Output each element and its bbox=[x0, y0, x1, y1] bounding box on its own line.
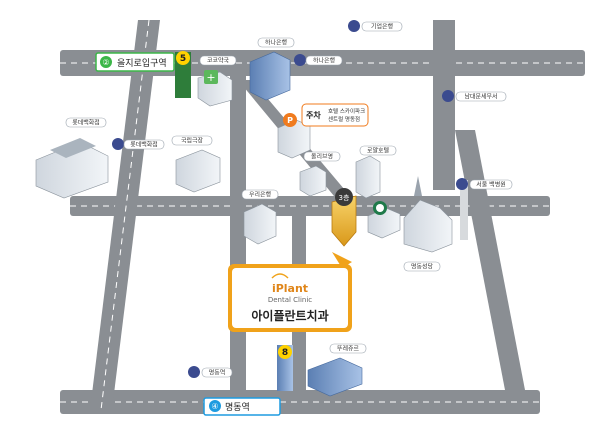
cathedral-label: 명동성당 bbox=[411, 263, 434, 271]
road-network bbox=[60, 19, 585, 414]
parking-desc-2: 센트럴 명동점 bbox=[328, 115, 360, 123]
clinic-location-marker[interactable]: 3층 bbox=[331, 188, 357, 247]
building-parking-hotel: P 주차 호텔 스카이파크 센트럴 명동점 bbox=[277, 103, 369, 159]
bakery-label: 뚜레쥬르 bbox=[337, 345, 360, 353]
bus-stop-myeongdong: 명동역 bbox=[188, 366, 233, 378]
bus-stop-namdaemun: 남대문세무서 bbox=[442, 90, 507, 102]
line2-number: ② bbox=[102, 58, 109, 67]
parking-label: 주차 bbox=[306, 110, 321, 120]
olive-young-label: 올리브영 bbox=[311, 153, 333, 161]
coco-pharmacy-label: 코코약국 bbox=[207, 57, 230, 65]
bus-stop-seoul-hospital: 서울 백병원 bbox=[456, 178, 513, 190]
national-theater-label: 국립극장 bbox=[181, 137, 204, 145]
exit-5-marker: 5 bbox=[175, 51, 191, 98]
building-lotte-dept: 롯데백화점 bbox=[35, 117, 109, 199]
bus-stop-ibk-label: 기업은행 bbox=[371, 23, 393, 31]
svg-text:P: P bbox=[287, 116, 293, 125]
building-bakery: 뚜레쥬르 bbox=[307, 343, 367, 397]
building-cathedral: 명동성당 bbox=[403, 176, 453, 272]
building-royal-hotel: 로얄호텔 bbox=[355, 145, 397, 199]
svg-text:+: + bbox=[206, 71, 215, 84]
parking-desc-1: 호텔 스카이파크 bbox=[328, 107, 365, 115]
bus-stop-ibk: 기업은행 bbox=[348, 20, 403, 32]
lotte-dept-label: 롯데백화점 bbox=[72, 119, 100, 127]
royal-hotel-label: 로얄호텔 bbox=[367, 147, 390, 155]
line4-number: ④ bbox=[211, 402, 218, 411]
euljiro-station-label: 을지로입구역 bbox=[117, 57, 167, 69]
clinic-floor-label: 3층 bbox=[339, 193, 350, 202]
bus-stop-namdaemun-label: 남대문세무서 bbox=[464, 93, 497, 101]
woori-bank-label: 우리은행 bbox=[249, 191, 271, 199]
building-cafe bbox=[367, 201, 401, 239]
building-coco-pharmacy: + 코코약국 bbox=[197, 55, 237, 107]
bus-stop-hana: 하나은행 bbox=[294, 54, 343, 66]
bus-stop-seoul-hospital-label: 서울 백병원 bbox=[476, 181, 506, 189]
building-hana-bank: 하나은행 bbox=[249, 37, 295, 101]
bus-stop-myeongdong-label: 명동역 bbox=[209, 369, 226, 377]
exit-8-number: 8 bbox=[282, 348, 288, 358]
building-woori-bank: 우리은행 bbox=[241, 189, 279, 245]
myeongdong-station-label: 명동역 bbox=[225, 402, 250, 413]
clinic-brand: iPlant bbox=[272, 282, 308, 295]
exit-5-number: 5 bbox=[180, 54, 186, 64]
clinic-callout[interactable]: iPlant Dental Clinic 아이플란트치과 bbox=[228, 252, 352, 332]
bus-stop-hana-label: 하나은행 bbox=[313, 57, 335, 65]
bus-stop-lotte-label: 롯데백화점 bbox=[130, 141, 158, 149]
hana-bank-label: 하나은행 bbox=[265, 39, 287, 47]
building-olive-young: 올리브영 bbox=[299, 151, 341, 197]
station-euljiro-badge[interactable]: ② 을지로입구역 bbox=[95, 52, 175, 72]
bus-stop-lotte: 롯데백화점 bbox=[112, 138, 165, 150]
clinic-subtitle: Dental Clinic bbox=[268, 296, 312, 304]
clinic-name: 아이플란트치과 bbox=[251, 308, 328, 323]
station-myeongdong-badge[interactable]: ④ 명동역 bbox=[203, 397, 281, 416]
exit-8-marker: 8 bbox=[277, 345, 293, 391]
building-national-theater: 국립극장 bbox=[171, 135, 221, 193]
